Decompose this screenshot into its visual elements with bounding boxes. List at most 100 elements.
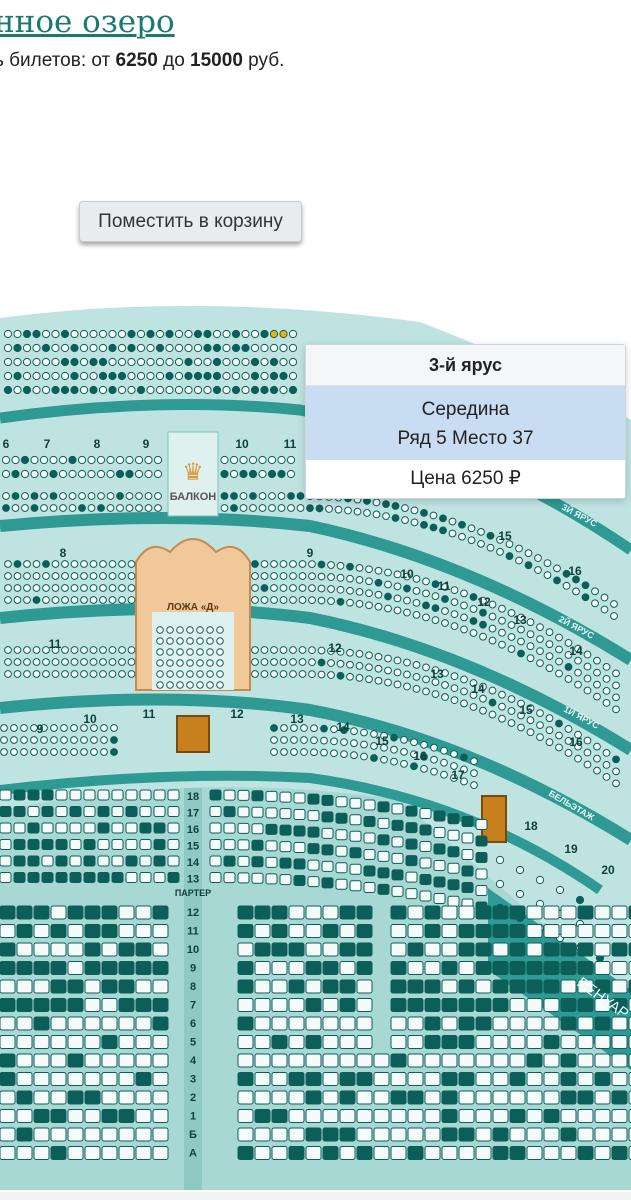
tier1-seat[interactable] (336, 671, 345, 680)
parter-back-seat[interactable] (335, 829, 348, 841)
parter-front-seat[interactable] (492, 1109, 509, 1123)
parter-front-seat[interactable] (135, 942, 152, 957)
parter-front-seat[interactable] (288, 998, 305, 1012)
parter-front-seat[interactable] (356, 979, 373, 994)
parter-front-seat[interactable] (84, 1072, 101, 1086)
parter-front-seat[interactable] (0, 1072, 16, 1086)
tier3-seat[interactable] (231, 371, 241, 381)
parter-front-seat[interactable] (356, 942, 373, 957)
parter-front-seat[interactable] (611, 1146, 628, 1160)
tier1-seat[interactable] (42, 670, 50, 678)
tier3-seat[interactable] (127, 371, 136, 381)
parter-back-seat[interactable] (0, 855, 12, 867)
tier3-seat[interactable] (146, 371, 155, 381)
parter-back-seat[interactable] (363, 799, 376, 811)
tier2-seat[interactable] (42, 560, 50, 568)
parter-back-seat[interactable] (265, 790, 278, 802)
beletage-seat[interactable] (430, 755, 438, 764)
tier3-lower-seat[interactable] (40, 504, 48, 512)
parter-front-seat[interactable] (254, 961, 271, 975)
parter-back-seat[interactable] (307, 876, 320, 888)
tier3-seat[interactable] (89, 371, 98, 381)
parter-back-seat[interactable] (27, 822, 40, 834)
beletage-seat[interactable] (290, 736, 298, 744)
parter-back-seat[interactable] (83, 855, 96, 867)
tier3-lower-seat[interactable] (382, 500, 390, 509)
tier3-lower-seat[interactable] (600, 605, 609, 614)
tier1-seat[interactable] (127, 658, 136, 666)
loge-seat[interactable] (176, 659, 184, 667)
tier2-seat[interactable] (469, 593, 478, 601)
loge-seat[interactable] (206, 626, 214, 634)
parter-front-seat[interactable] (458, 961, 475, 975)
tier2-seat[interactable] (260, 596, 269, 604)
parter-back-seat[interactable] (447, 846, 460, 858)
tier3-seat[interactable] (231, 357, 241, 367)
parter-front-seat[interactable] (339, 1016, 356, 1031)
tier2-seat[interactable] (526, 654, 535, 663)
tier2-seat[interactable] (412, 598, 421, 607)
tier2-seat[interactable] (317, 572, 326, 581)
parter-front-seat[interactable] (84, 1035, 101, 1049)
parter-front-seat[interactable] (33, 1053, 50, 1068)
tier2-seat[interactable] (488, 612, 497, 621)
beletage-seat[interactable] (430, 743, 438, 752)
tier3-lower-seat[interactable] (78, 504, 86, 512)
tier1-seat[interactable] (308, 646, 316, 655)
tier2-seat[interactable] (42, 572, 50, 580)
parter-front-seat[interactable] (50, 1109, 67, 1123)
parter-front-seat[interactable] (50, 961, 67, 975)
parter-front-seat[interactable] (67, 1127, 84, 1142)
tier2-seat[interactable] (108, 560, 117, 568)
tier2-seat[interactable] (612, 669, 620, 678)
parter-back-seat[interactable] (433, 827, 446, 839)
parter-front-seat[interactable] (577, 905, 594, 920)
tier1-seat[interactable] (460, 699, 468, 708)
tier1-seat[interactable] (270, 658, 278, 666)
tier1-seat[interactable] (298, 670, 307, 678)
parter-front-seat[interactable] (577, 1090, 594, 1105)
parter-front-seat[interactable] (84, 942, 101, 957)
tier2-seat[interactable] (70, 584, 79, 592)
tier3-box-seat[interactable] (220, 469, 229, 479)
tier3-seat[interactable] (146, 329, 155, 339)
tier1-seat[interactable] (422, 687, 430, 696)
tier3-lower-seat[interactable] (353, 507, 362, 516)
parter-front-seat[interactable] (594, 1035, 611, 1049)
beletage-seat[interactable] (310, 736, 318, 745)
tier3-seat[interactable] (32, 357, 41, 367)
parter-front-seat[interactable] (594, 1072, 611, 1086)
parter-back-seat[interactable] (237, 839, 250, 851)
tier1-seat[interactable] (602, 760, 611, 769)
parter-back-seat[interactable] (167, 822, 180, 834)
beletage-seat[interactable] (80, 736, 88, 744)
parter-front-seat[interactable] (67, 961, 84, 975)
parter-back-seat[interactable] (125, 839, 138, 850)
tier3-lower-seat[interactable] (553, 576, 561, 585)
beletage-seat[interactable] (100, 748, 108, 756)
tier2-seat[interactable] (108, 584, 117, 592)
parter-front-seat[interactable] (305, 1109, 322, 1123)
beletage-seat[interactable] (10, 736, 18, 744)
tier3-seat[interactable] (3, 329, 13, 339)
tier1-seat[interactable] (507, 719, 516, 727)
tier2-seat[interactable] (4, 572, 12, 580)
parter-front-seat[interactable] (441, 1109, 458, 1123)
parter-front-seat[interactable] (118, 1146, 135, 1160)
tier3-seat[interactable] (108, 385, 117, 395)
tier2-seat[interactable] (545, 640, 554, 649)
tier2-seat[interactable] (51, 572, 60, 580)
loge-seat[interactable] (156, 670, 164, 678)
parter-front-seat[interactable] (67, 1016, 84, 1031)
beletage-seat[interactable] (40, 724, 48, 732)
beletage-seat[interactable] (300, 748, 308, 756)
parter-front-seat[interactable] (492, 1146, 509, 1160)
tier3-box-seat[interactable] (229, 455, 239, 465)
tier3-seat[interactable] (117, 385, 127, 395)
tier1-seat[interactable] (536, 733, 544, 741)
parter-front-seat[interactable] (271, 1053, 288, 1068)
beletage-seat[interactable] (110, 748, 118, 756)
tier3-seat[interactable] (41, 357, 51, 367)
tier2-seat[interactable] (517, 649, 525, 658)
tier2-seat[interactable] (479, 632, 487, 641)
